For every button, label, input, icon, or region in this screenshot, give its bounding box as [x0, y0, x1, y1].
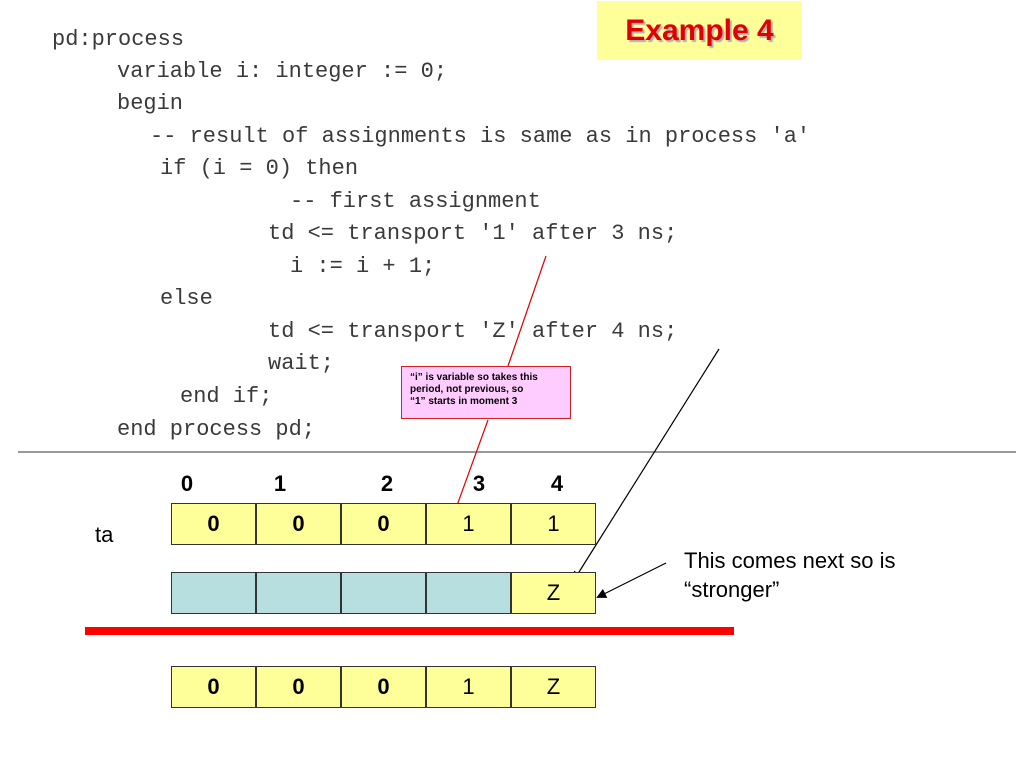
timeline-cell: [341, 572, 426, 614]
side-note-line: “stronger”: [684, 577, 780, 602]
callout-note: “i” is variable so takes this period, no…: [401, 366, 571, 419]
timeline-cell: Z: [511, 666, 596, 708]
black-arrow-to-z: [572, 348, 720, 582]
code-line: end if;: [180, 384, 273, 409]
code-line: pd:process: [52, 27, 185, 52]
timeline-cell: 0: [171, 666, 256, 708]
column-number: 0: [180, 471, 194, 496]
red-separator-bar: [85, 627, 734, 635]
timeline-cell: 1: [511, 503, 596, 545]
timeline-cell: 0: [256, 666, 341, 708]
code-line: if (i = 0) then: [160, 156, 359, 181]
slide-title: Example 4: [625, 13, 774, 47]
code-line: td <= transport 'Z' after 4 ns;: [268, 319, 678, 344]
code-line: begin: [117, 91, 184, 116]
code-line: -- first assignment: [290, 189, 541, 214]
code-line: wait;: [268, 351, 335, 376]
note-line: “i” is variable so takes this: [410, 372, 538, 383]
timeline-cell: 1: [426, 666, 511, 708]
timeline-cell: [171, 572, 256, 614]
timeline-cell: 0: [256, 503, 341, 545]
column-number: 1: [273, 471, 287, 496]
side-note: This comes next so is “stronger”: [684, 546, 896, 604]
note-line: period, not previous, so: [410, 384, 524, 395]
code-line: variable i: integer := 0;: [117, 59, 448, 84]
black-arrow-side-note: [596, 562, 667, 598]
timeline-cell: 0: [341, 503, 426, 545]
timeline-cell: [256, 572, 341, 614]
note-line: “1” starts in moment 3: [410, 396, 518, 407]
code-line: td <= transport '1' after 3 ns;: [268, 221, 678, 246]
column-number: 4: [550, 471, 564, 496]
timeline-cell: 1: [426, 503, 511, 545]
row-label: ta: [95, 522, 114, 547]
red-arrow-to-note: [507, 255, 547, 367]
code-line: end process pd;: [117, 417, 316, 442]
timeline-cell: [426, 572, 511, 614]
title-box: Example 4: [597, 1, 802, 60]
code-line: i := i + 1;: [290, 254, 436, 279]
timeline-cell: Z: [511, 572, 596, 614]
timeline-cell: 0: [171, 503, 256, 545]
code-line: else: [160, 286, 213, 311]
column-number: 3: [472, 471, 486, 496]
timeline-cell: 0: [341, 666, 426, 708]
code-line: -- result of assignments is same as in p…: [150, 124, 811, 149]
column-number: 2: [380, 471, 394, 496]
side-note-line: This comes next so is: [684, 548, 896, 573]
